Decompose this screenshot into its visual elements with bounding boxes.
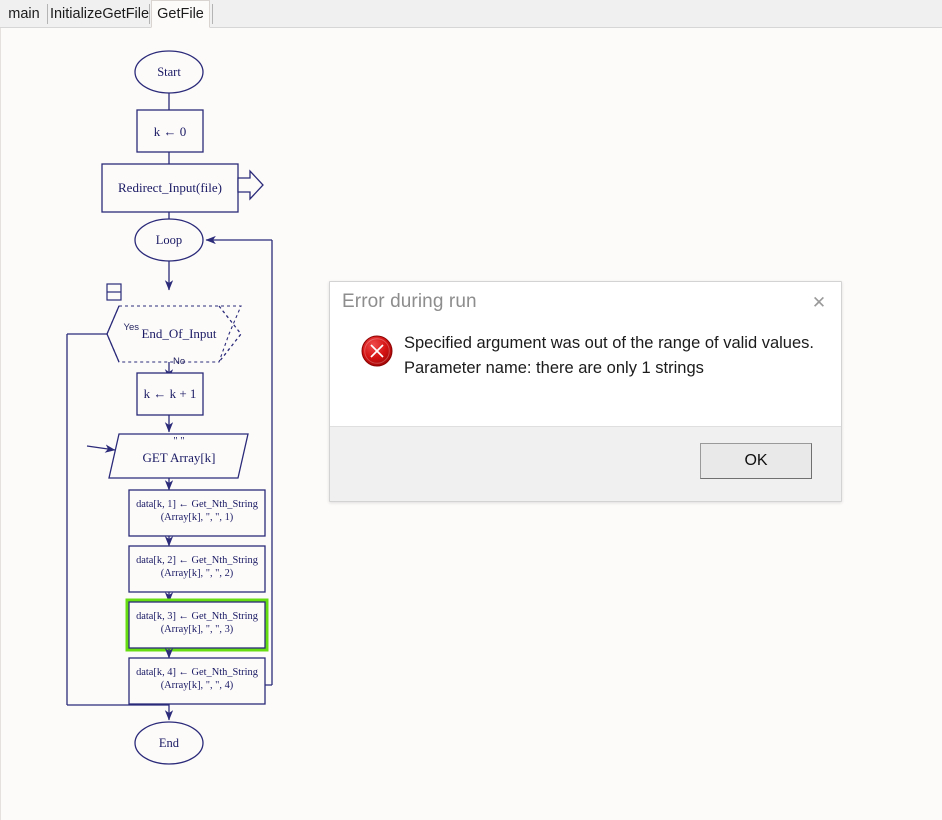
- tab-separator: [212, 4, 213, 24]
- dialog-message-line1: Specified argument was out of the range …: [404, 334, 814, 352]
- node-end-shape: [134, 721, 204, 765]
- tab-label: main: [8, 5, 40, 22]
- tab-label: InitializeGetFile: [49, 5, 150, 22]
- error-dialog: Error during run ✕ Specified argume: [329, 281, 842, 502]
- dialog-message: Specified argument was out of the range …: [404, 331, 821, 381]
- dialog-titlebar: Error during run ✕: [330, 282, 841, 326]
- tab-separator: [47, 4, 48, 24]
- node-assign3-shape: [128, 601, 266, 649]
- dialog-body: Specified argument was out of the range …: [330, 326, 841, 429]
- dialog-footer: OK: [330, 426, 841, 501]
- node-redirect-shape: [101, 163, 239, 213]
- error-icon: [361, 335, 393, 367]
- node-init-k-shape: [136, 109, 204, 153]
- close-icon[interactable]: ✕: [811, 292, 827, 313]
- tab-main[interactable]: main: [0, 0, 48, 27]
- flowchart-svg: [66, 50, 273, 765]
- tab-separator: [149, 4, 150, 24]
- node-loop-shape: [134, 218, 204, 262]
- tab-strip: main InitializeGetFile GetFile: [0, 0, 942, 28]
- node-incr-k-shape: [136, 372, 204, 416]
- node-get-input-shape: [108, 433, 249, 479]
- tab-getfile[interactable]: GetFile: [151, 0, 210, 28]
- node-assign1-shape: [128, 489, 266, 537]
- node-decision-shape: [106, 305, 242, 363]
- dialog-title: Error during run: [342, 291, 477, 312]
- node-assign2-shape: [128, 545, 266, 593]
- tab-initializegetfile[interactable]: InitializeGetFile: [49, 0, 150, 27]
- tab-label: GetFile: [157, 6, 204, 22]
- node-start-shape: [134, 50, 204, 94]
- node-assign3-highlight: [125, 598, 269, 652]
- node-assign4-shape: [128, 657, 266, 705]
- ok-button[interactable]: OK: [700, 443, 812, 479]
- dialog-message-line2: Parameter name: there are only 1 strings: [404, 359, 704, 378]
- tab-strip-end-separator: [211, 0, 213, 27]
- redirect-output-arrow: [237, 169, 264, 201]
